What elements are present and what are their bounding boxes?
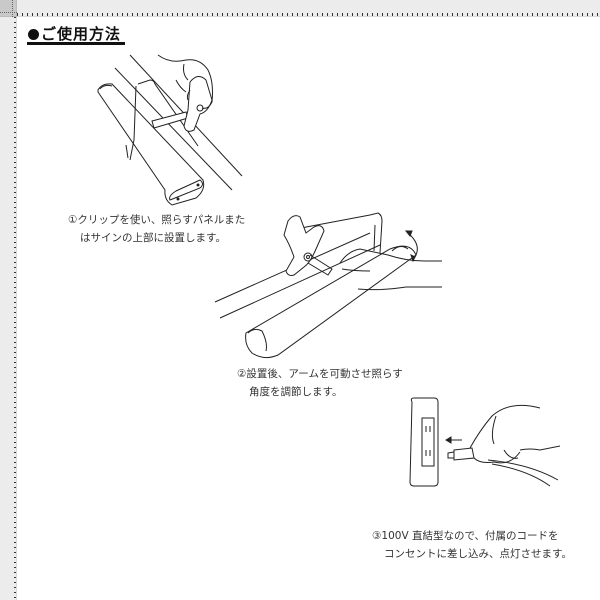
section-heading: ご使用方法 xyxy=(28,23,121,44)
step-3-caption: ③100V 直結型なので、付属のコードを コンセントに差し込み、点灯させます。 xyxy=(372,527,572,563)
step-2-line-2: 角度を調節します。 xyxy=(249,386,343,398)
step-3-line-2: コンセントに差し込み、点灯させます。 xyxy=(384,548,572,560)
horizontal-ruler[interactable] xyxy=(17,0,600,17)
vertical-ruler[interactable] xyxy=(0,17,17,600)
step-2-caption: ②設置後、アームを可動させ照らす 角度を調節します。 xyxy=(237,365,403,401)
step-3-line-1: ③100V 直結型なので、付属のコードを xyxy=(372,530,559,542)
clip-attach-illustration xyxy=(97,54,243,206)
ruler-corner xyxy=(0,0,17,17)
step-1-caption: ①クリップを使い、照らすパネルまた はサインの上部に設置します。 xyxy=(68,211,245,247)
heading-title: ご使用方法 xyxy=(41,25,122,43)
ruler-ticks xyxy=(14,17,16,598)
guide-line-vertical xyxy=(12,0,13,17)
step-2-line-1: ②設置後、アームを可動させ照らす xyxy=(237,368,403,380)
step-1-line-2: はサインの上部に設置します。 xyxy=(80,232,226,244)
bullet-icon xyxy=(28,29,39,40)
heading-underline xyxy=(27,42,125,45)
outlet-plug-illustration xyxy=(409,397,561,487)
step-1-line-1: ①クリップを使い、照らすパネルまた xyxy=(68,214,246,226)
ruler-ticks xyxy=(17,13,598,16)
adjust-angle-illustration xyxy=(214,212,442,359)
guide-line-horizontal xyxy=(0,12,17,13)
